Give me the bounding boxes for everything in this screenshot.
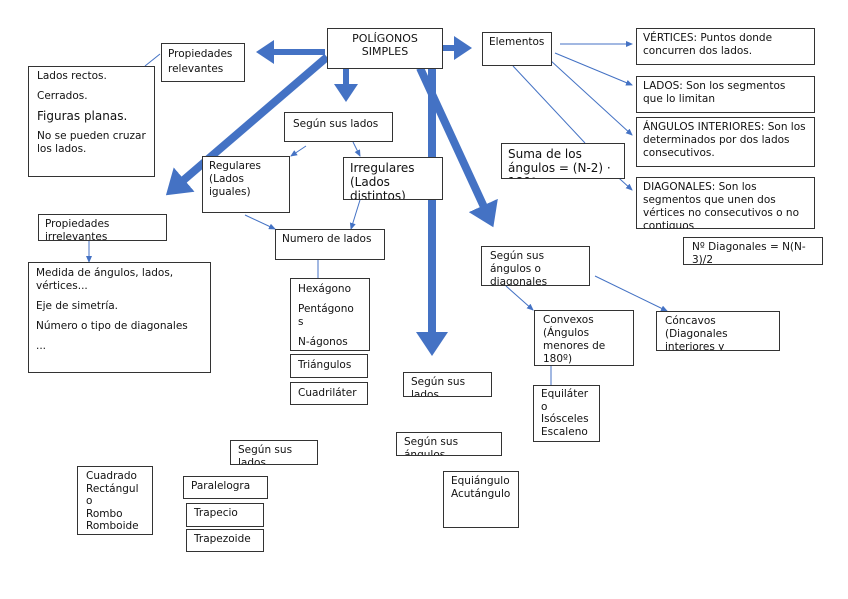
irregulares-node: Irregulares (Lados distintos) xyxy=(343,157,443,200)
elementos-node: Elementos xyxy=(482,32,552,66)
suma-angulos-node: Suma de los ángulos = (N-2) · 180º xyxy=(501,143,625,179)
connector xyxy=(505,285,534,311)
connector xyxy=(244,214,276,230)
connector xyxy=(549,59,633,136)
list-item: ... xyxy=(36,340,47,352)
diagonales-node: DIAGONALES: Son los segmentos que unen d… xyxy=(636,177,815,229)
list-item: Medida de ángulos, lados, vértices... xyxy=(36,267,174,292)
propiedades-irrelevantes-node: Propiedades irrelevantes xyxy=(38,214,167,241)
list-item: No se pueden cruzar los lados. xyxy=(37,130,146,155)
list-item: Escaleno xyxy=(541,425,588,438)
list-item: Equilátero xyxy=(541,388,589,413)
segun-lados-node: Según sus lados xyxy=(284,112,393,142)
paralelogramo-node: Paralelogra xyxy=(183,476,268,499)
segun-lados-cuadrilateros-node: Según sus lados xyxy=(230,440,318,465)
list-item: Rectángulo xyxy=(86,482,139,508)
list-item: Eje de simetría. xyxy=(36,300,119,312)
triangulos-angulos-list: Equiángulo Acutángulo xyxy=(443,471,519,528)
paralelogramos-list: Cuadrado Rectángulo Rombo Romboide xyxy=(77,466,153,535)
list-item: Rombo xyxy=(86,507,123,520)
list-item: Isósceles xyxy=(541,413,589,425)
connector xyxy=(144,53,161,67)
segun-angulos-node: Según sus ángulos o diagonales xyxy=(481,246,590,286)
poligonos-list: Hexágono Pentágonos N-ágonos xyxy=(290,278,370,351)
num-diagonales-node: Nº Diagonales = N(N-3)/2 xyxy=(683,237,823,265)
propiedades-relevantes-node: Propiedades relevantes xyxy=(161,43,245,82)
thick-arrow-to-segun-angulos xyxy=(416,66,498,228)
vertices-node: VÉRTICES: Puntos donde concurren dos lad… xyxy=(636,28,815,65)
list-item: Figuras planas. xyxy=(37,109,128,123)
list-item: Acutángulo xyxy=(451,487,511,500)
thick-arrow-to-irrelevantes xyxy=(165,53,330,196)
cuadrilateros-node: Cuadriláter xyxy=(290,382,368,405)
list-item: Número o tipo de diagonales xyxy=(36,320,188,332)
concavos-node: Cóncavos (Diagonales interiores y exteri… xyxy=(656,311,780,351)
list-item: N-ágonos xyxy=(298,336,348,348)
lados-node: LADOS: Son los segmentos que lo limitan xyxy=(636,76,815,113)
connector xyxy=(594,275,668,312)
list-item: Hexágono xyxy=(298,283,351,295)
list-item: Cerrados. xyxy=(37,90,88,102)
connector xyxy=(352,141,361,157)
segun-angulos-triangulos-node: Según sus ángulos xyxy=(396,432,502,456)
list-item: Romboide xyxy=(86,520,139,532)
regulares-node: Regulares (Lados iguales) xyxy=(202,156,290,213)
connector xyxy=(349,199,361,230)
list-item: Lados rectos. xyxy=(37,70,107,82)
segun-lados-triangulos-node: Según sus lados xyxy=(403,372,492,397)
root-node: POLÍGONOS SIMPLES xyxy=(327,28,443,69)
list-item: Pentágonos xyxy=(298,303,354,328)
propiedades-irrelevantes-list: Medida de ángulos, lados, vértices... Ej… xyxy=(28,262,211,373)
connector xyxy=(554,52,633,86)
list-item: Equiángulo xyxy=(451,475,510,487)
convexos-node: Convexos (Ángulos menores de 180º) xyxy=(534,310,634,366)
triangulos-lados-list: Equilátero Isósceles Escaleno xyxy=(533,385,600,442)
connector xyxy=(512,65,586,144)
triangulos-node: Triángulos xyxy=(290,354,368,378)
angulos-interiores-node: ÁNGULOS INTERIORES: Son los determinados… xyxy=(636,117,815,167)
numero-lados-node: Numero de lados xyxy=(275,229,385,260)
trapezoide-node: Trapezoide xyxy=(186,529,264,552)
propiedades-relevantes-list: Lados rectos. Cerrados. Figuras planas. … xyxy=(28,66,155,177)
connector xyxy=(290,145,307,157)
list-item: Cuadrado xyxy=(86,470,137,482)
trapecio-node: Trapecio xyxy=(186,503,264,527)
